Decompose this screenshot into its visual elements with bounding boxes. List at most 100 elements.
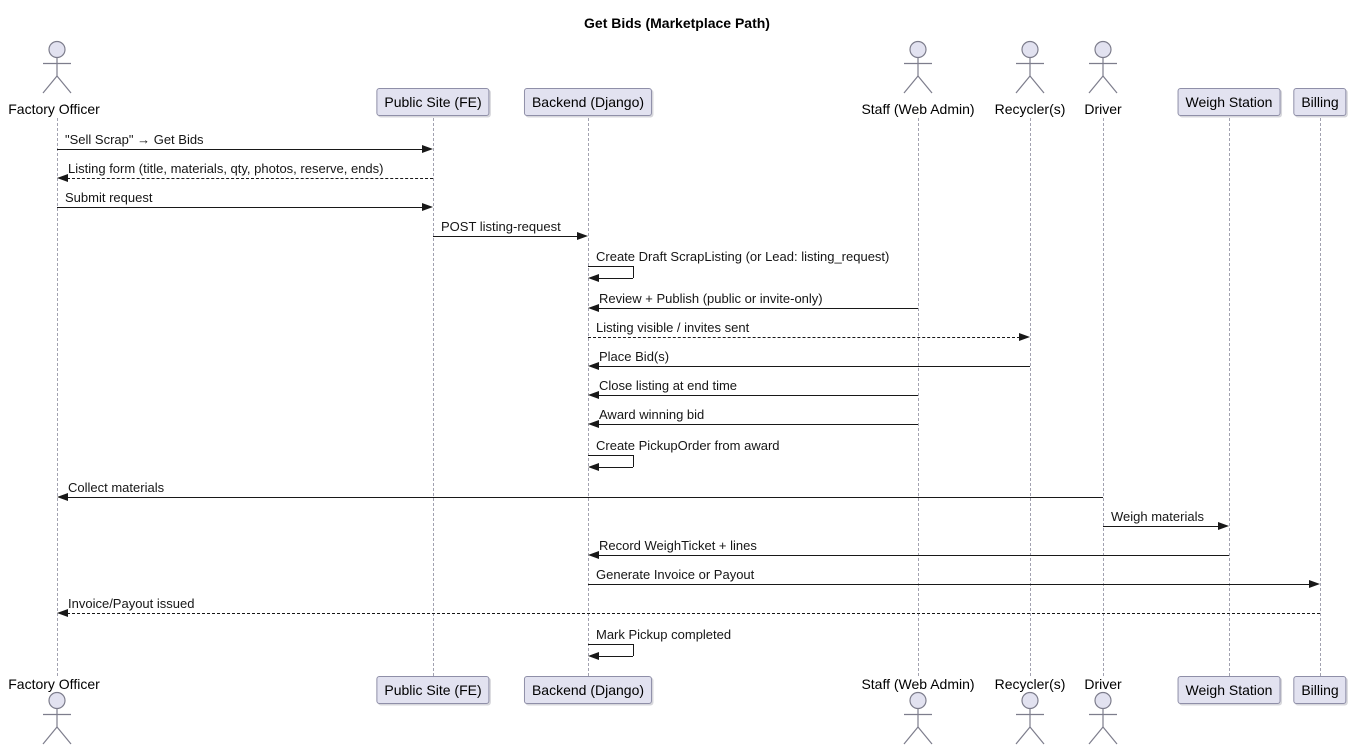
self-message-line: [598, 467, 633, 468]
lifeline-staff: [918, 118, 919, 676]
message-line: [598, 424, 918, 425]
participant-bottom-recyclers: Recycler(s): [994, 676, 1066, 692]
message-label: Listing visible / invites sent: [596, 320, 750, 335]
message-label: Review + Publish (public or invite-only): [599, 291, 823, 306]
message-line: [1103, 526, 1219, 527]
message-label: Generate Invoice or Payout: [596, 567, 755, 582]
arrowhead-left-icon: [588, 274, 599, 282]
arrowhead-right-icon: [422, 203, 433, 211]
message-label: Submit request: [65, 190, 153, 205]
self-message-line: [598, 656, 633, 657]
participant-bottom-backend: Backend (Django): [523, 676, 653, 704]
message-label: Mark Pickup completed: [596, 627, 732, 642]
arrowhead-left-icon: [588, 551, 599, 559]
message-label: Close listing at end time: [599, 378, 738, 393]
message-line: [67, 497, 1103, 498]
message-label: Award winning bid: [599, 407, 705, 422]
message-label: Weigh materials: [1111, 509, 1204, 524]
lifeline-weigh-station: [1229, 118, 1230, 676]
participant-bottom-billing: Billing: [1293, 676, 1347, 704]
actor-icon: [1015, 40, 1045, 94]
participant-top-staff: Staff (Web Admin): [861, 101, 975, 117]
lifeline-public-site: [433, 118, 434, 676]
message-line: [598, 366, 1030, 367]
participant-bottom-driver: Driver: [1084, 676, 1122, 692]
arrowhead-right-icon: [1309, 580, 1320, 588]
message-line: [57, 149, 423, 150]
self-message-line: [588, 644, 633, 645]
message-label: Create Draft ScrapListing (or Lead: list…: [596, 249, 890, 264]
arrowhead-left-icon: [57, 493, 68, 501]
actor-icon: [1015, 691, 1045, 745]
message-line: [598, 308, 918, 309]
message-line: [57, 207, 423, 208]
actor-icon: [903, 691, 933, 745]
self-message-line: [633, 644, 634, 656]
message-label: Invoice/Payout issued: [68, 596, 195, 611]
participant-bottom-weigh-station: Weigh Station: [1177, 676, 1281, 704]
participant-top-billing: Billing: [1293, 88, 1347, 116]
actor-icon: [42, 691, 72, 745]
participant-top-factory-officer: Factory Officer: [8, 101, 100, 117]
arrowhead-left-icon: [588, 391, 599, 399]
arrowhead-right-icon: [422, 145, 433, 153]
self-message-line: [588, 266, 633, 267]
diagram-title: Get Bids (Marketplace Path): [584, 15, 770, 31]
arrowhead-left-icon: [588, 304, 599, 312]
self-message-line: [588, 455, 633, 456]
participant-top-recyclers: Recycler(s): [994, 101, 1066, 117]
message-label: POST listing-request: [441, 219, 561, 234]
message-label: Create PickupOrder from award: [596, 438, 780, 453]
actor-icon: [42, 40, 72, 94]
lifeline-recyclers: [1030, 118, 1031, 676]
arrowhead-left-icon: [588, 652, 599, 660]
message-line: [67, 178, 433, 179]
message-line: [67, 613, 1320, 614]
lifeline-backend: [588, 118, 589, 676]
lifeline-driver: [1103, 118, 1104, 676]
message-label: Listing form (title, materials, qty, pho…: [68, 161, 384, 176]
participant-top-backend: Backend (Django): [523, 88, 653, 116]
message-label: "Sell Scrap" → Get Bids: [65, 132, 204, 147]
participant-top-weigh-station: Weigh Station: [1177, 88, 1281, 116]
arrowhead-right-icon: [1019, 333, 1030, 341]
arrowhead-left-icon: [588, 420, 599, 428]
message-label: Place Bid(s): [599, 349, 670, 364]
message-label: Collect materials: [68, 480, 165, 495]
self-message-line: [633, 266, 634, 278]
lifeline-billing: [1320, 118, 1321, 676]
actor-icon: [903, 40, 933, 94]
message-line: [598, 395, 918, 396]
self-message-line: [633, 455, 634, 467]
arrowhead-left-icon: [57, 174, 68, 182]
message-line: [433, 236, 578, 237]
message-label: Record WeighTicket + lines: [599, 538, 757, 553]
message-line: [588, 337, 1020, 338]
participant-bottom-factory-officer: Factory Officer: [8, 676, 100, 692]
message-line: [598, 555, 1229, 556]
actor-icon: [1088, 40, 1118, 94]
lifeline-factory-officer: [57, 118, 58, 676]
self-message-line: [598, 278, 633, 279]
participant-top-driver: Driver: [1084, 101, 1122, 117]
message-line: [588, 584, 1310, 585]
arrowhead-left-icon: [57, 609, 68, 617]
arrowhead-left-icon: [588, 362, 599, 370]
actor-icon: [1088, 691, 1118, 745]
